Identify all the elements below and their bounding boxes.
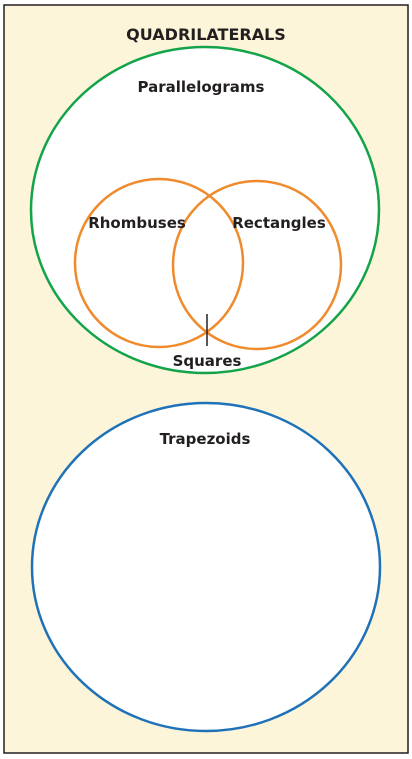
- label-rectangles: Rectangles: [232, 214, 326, 232]
- parallelograms-circle: [29, 45, 381, 375]
- label-parallelograms: Parallelograms: [138, 78, 265, 96]
- label-rhombuses: Rhombuses: [88, 214, 186, 232]
- trapezoids-circle: [30, 401, 382, 733]
- label-trapezoids: Trapezoids: [160, 430, 251, 448]
- title-quadrilaterals: QUADRILATERALS: [126, 25, 286, 44]
- rhombuses-circle: [73, 177, 245, 349]
- label-squares: Squares: [173, 352, 242, 370]
- rectangles-circle: [171, 179, 343, 351]
